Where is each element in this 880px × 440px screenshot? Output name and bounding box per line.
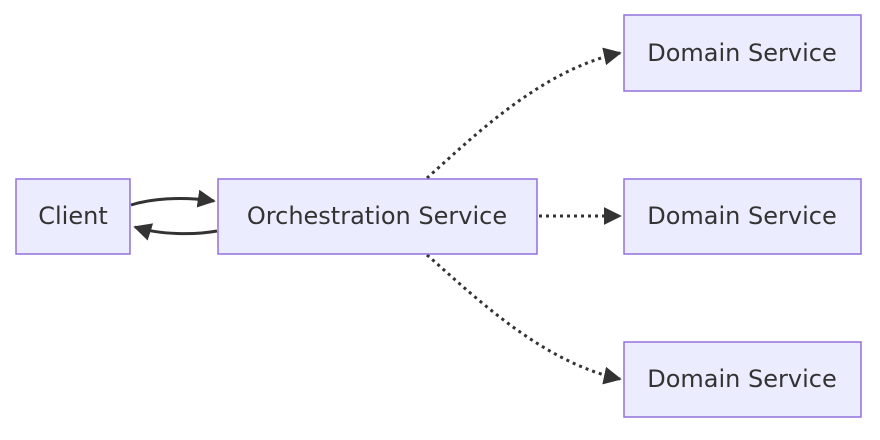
- node-domain-service-middle: Domain Service: [623, 178, 862, 255]
- edges: [130, 47, 622, 385]
- edge-client-to-orchestration: [130, 189, 216, 208]
- node-domain-service-top-label: Domain Service: [647, 39, 836, 67]
- node-domain-service-top: Domain Service: [623, 14, 862, 92]
- node-client-label: Client: [38, 202, 107, 230]
- edge-orchestration-to-domain-top: [426, 47, 622, 180]
- edge-orchestration-to-domain-bottom: [426, 253, 622, 385]
- node-domain-service-middle-label: Domain Service: [647, 202, 836, 230]
- node-orchestration-service-label: Orchestration Service: [247, 202, 507, 230]
- node-domain-service-bottom-label: Domain Service: [647, 365, 836, 393]
- node-domain-service-bottom: Domain Service: [623, 341, 862, 418]
- edge-orchestration-to-client: [133, 223, 218, 241]
- node-client: Client: [15, 178, 131, 255]
- node-orchestration-service: Orchestration Service: [217, 178, 538, 255]
